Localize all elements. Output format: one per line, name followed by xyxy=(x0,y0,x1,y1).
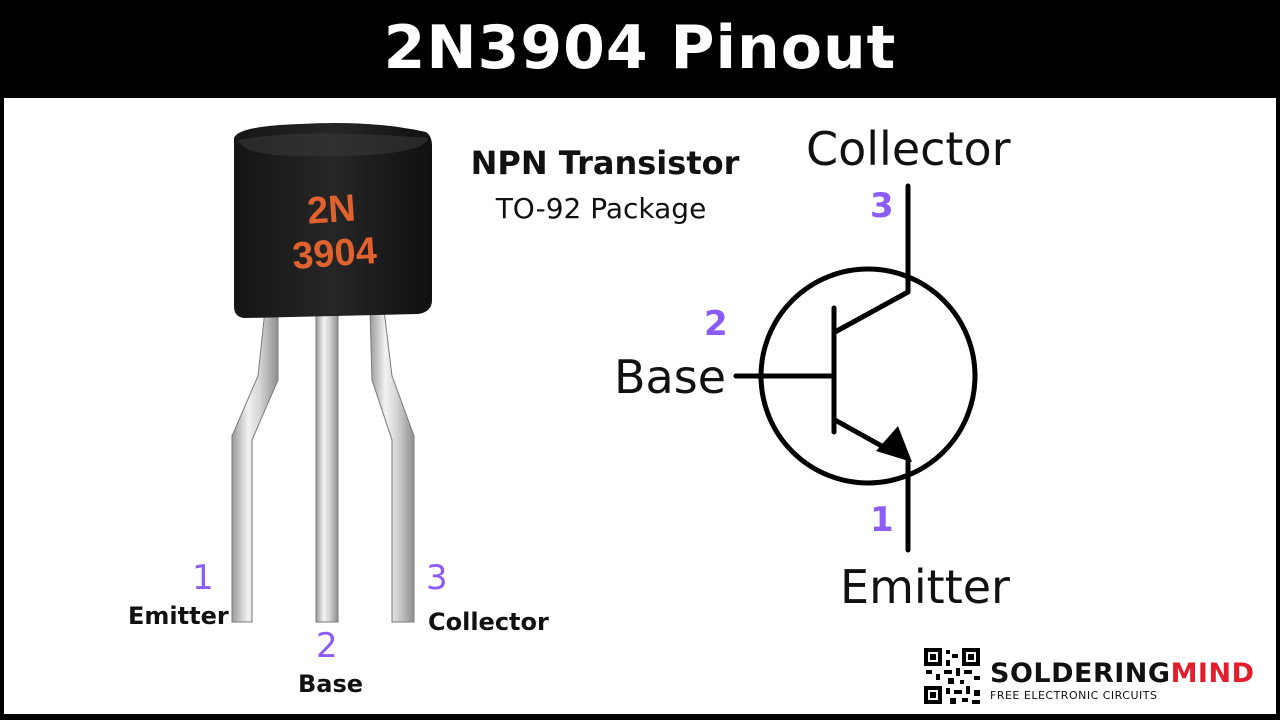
emitter-arrow-icon xyxy=(876,426,912,462)
symbol-number-emitter: 1 xyxy=(870,500,894,540)
pin-number-collector: 3 xyxy=(426,558,448,598)
transistor-type-label: NPN Transistor xyxy=(470,144,740,182)
pin-number-base: 2 xyxy=(316,626,338,666)
symbol-number-base: 2 xyxy=(704,304,728,344)
page-title: 2N3904 Pinout xyxy=(383,13,897,83)
pin-number-emitter: 1 xyxy=(192,558,214,598)
diagram-panel xyxy=(4,98,1276,714)
brand-logo: SOLDERINGMIND FREE ELECTRONIC CIRCUITS xyxy=(990,658,1255,702)
lead-base xyxy=(315,309,339,623)
package-label: TO-92 Package xyxy=(495,192,707,225)
lead-emitter xyxy=(231,309,279,623)
qr-code-icon xyxy=(924,648,980,704)
symbol-label-collector: Collector xyxy=(806,122,1011,176)
title-bar: 2N3904 Pinout xyxy=(0,0,1280,96)
lead-collector xyxy=(369,309,415,623)
symbol-label-base: Base xyxy=(614,350,727,404)
symbol-number-collector: 3 xyxy=(870,186,894,226)
device-marking: 2N 3904 xyxy=(231,181,435,283)
brand-name: SOLDERINGMIND xyxy=(990,658,1255,689)
pin-label-collector: Collector xyxy=(428,608,549,636)
brand-name-part1: SOLDERING xyxy=(990,658,1171,689)
brand-tagline: FREE ELECTRONIC CIRCUITS xyxy=(990,689,1158,702)
symbol-label-emitter: Emitter xyxy=(840,560,1010,614)
pin-label-base: Base xyxy=(298,670,364,698)
transistor-leads xyxy=(231,309,415,623)
collector-diagonal xyxy=(832,289,911,335)
to92-body xyxy=(234,123,432,318)
pin-label-emitter: Emitter xyxy=(128,602,229,630)
npn-symbol xyxy=(733,183,978,553)
brand-name-part2: MIND xyxy=(1170,658,1255,689)
